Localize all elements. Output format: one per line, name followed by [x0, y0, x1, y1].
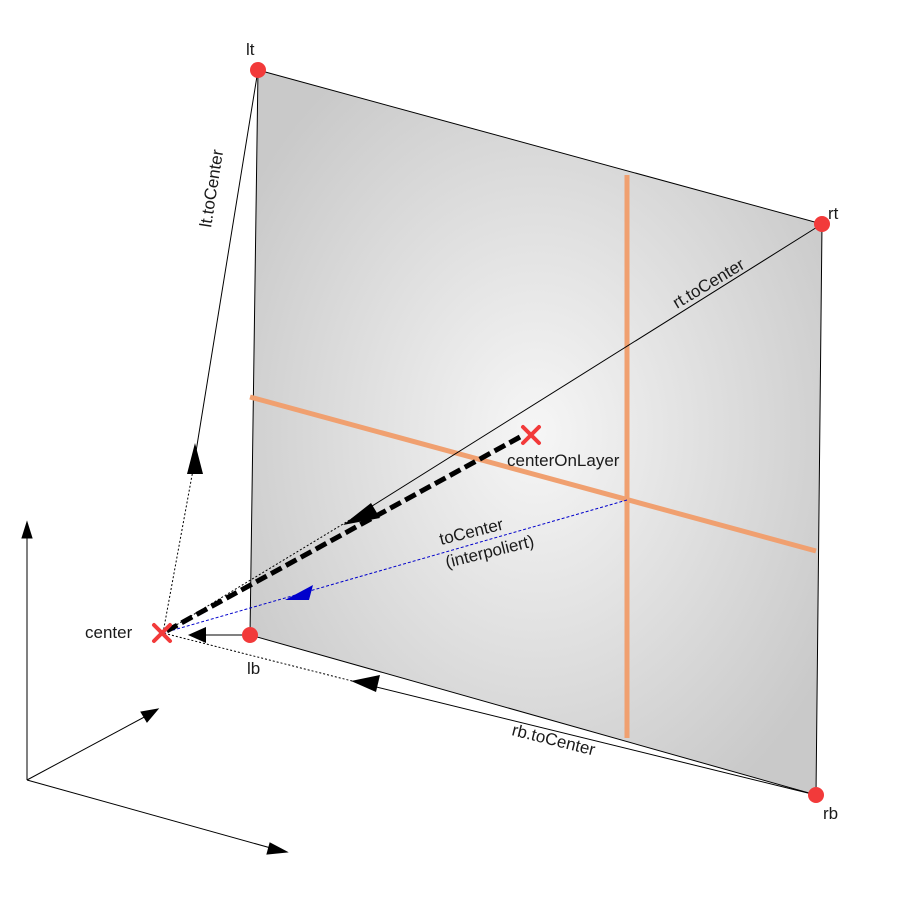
corner-point-rb — [808, 787, 824, 803]
rb-to-center-vector — [162, 632, 817, 796]
lb-to-center-vector — [188, 627, 250, 643]
corner-point-lt — [250, 62, 266, 78]
lt-to-center-arrowhead — [187, 443, 203, 474]
interpolated-to-center-vector — [162, 499, 628, 634]
x-cross-icon — [152, 623, 172, 643]
label-center: center — [85, 623, 133, 642]
label-lb: lb — [247, 659, 260, 678]
coordinate-axes — [21, 520, 289, 855]
label-rt: rt — [828, 204, 839, 223]
horizontal-midline — [249, 394, 817, 554]
rb-to-center-arrowhead — [351, 675, 380, 692]
label-lt-to-center: lt.toCenter — [196, 148, 227, 229]
label-lt: lt — [246, 40, 255, 59]
interpolated-arrowhead — [285, 585, 313, 600]
corner-point-rt — [814, 216, 830, 232]
lb-to-center-arrowhead — [188, 627, 206, 643]
label-rb: rb — [823, 804, 838, 823]
label-center-on-layer: centerOnLayer — [507, 451, 620, 470]
x-cross-icon — [521, 425, 541, 445]
lt-to-center-vector — [162, 69, 259, 634]
corner-point-lb — [242, 627, 258, 643]
